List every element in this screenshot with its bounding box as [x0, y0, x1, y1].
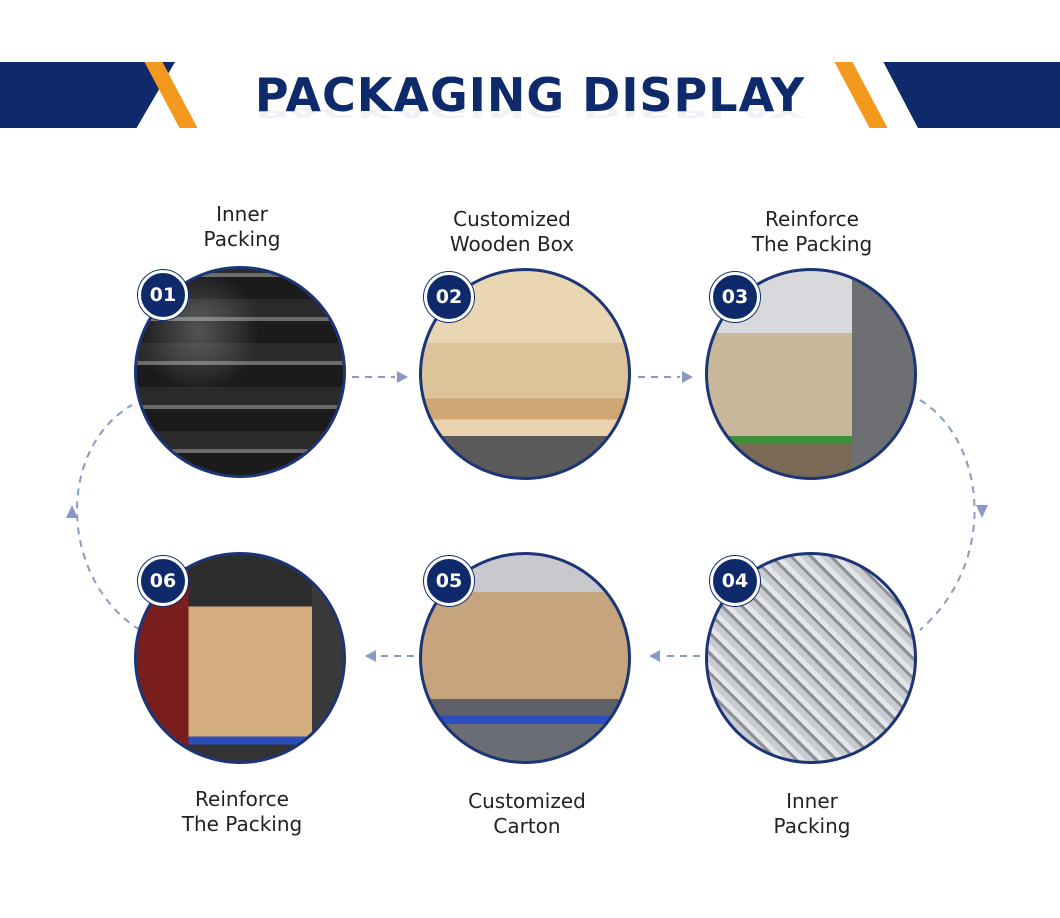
page-title: PACKAGING DISPLAY: [254, 68, 806, 122]
step-2-label: Customized Wooden Box: [449, 207, 575, 256]
step-4-badge: 04: [710, 556, 760, 606]
step-3-badge: 03: [710, 272, 760, 322]
step-4-label: Inner Packing: [773, 789, 851, 838]
header-banner-right: [883, 62, 1060, 128]
step-1-label: Inner Packing: [203, 202, 281, 251]
step-6-badge: 06: [138, 556, 188, 606]
step-2-badge: 02: [424, 272, 474, 322]
step-3-label: Reinforce The Packing: [751, 207, 873, 256]
step-6-label: Reinforce The Packing: [181, 787, 303, 836]
step-5-badge: 05: [424, 556, 474, 606]
step-5-label: Customized Carton: [468, 789, 586, 838]
step-1-badge: 01: [138, 270, 188, 320]
